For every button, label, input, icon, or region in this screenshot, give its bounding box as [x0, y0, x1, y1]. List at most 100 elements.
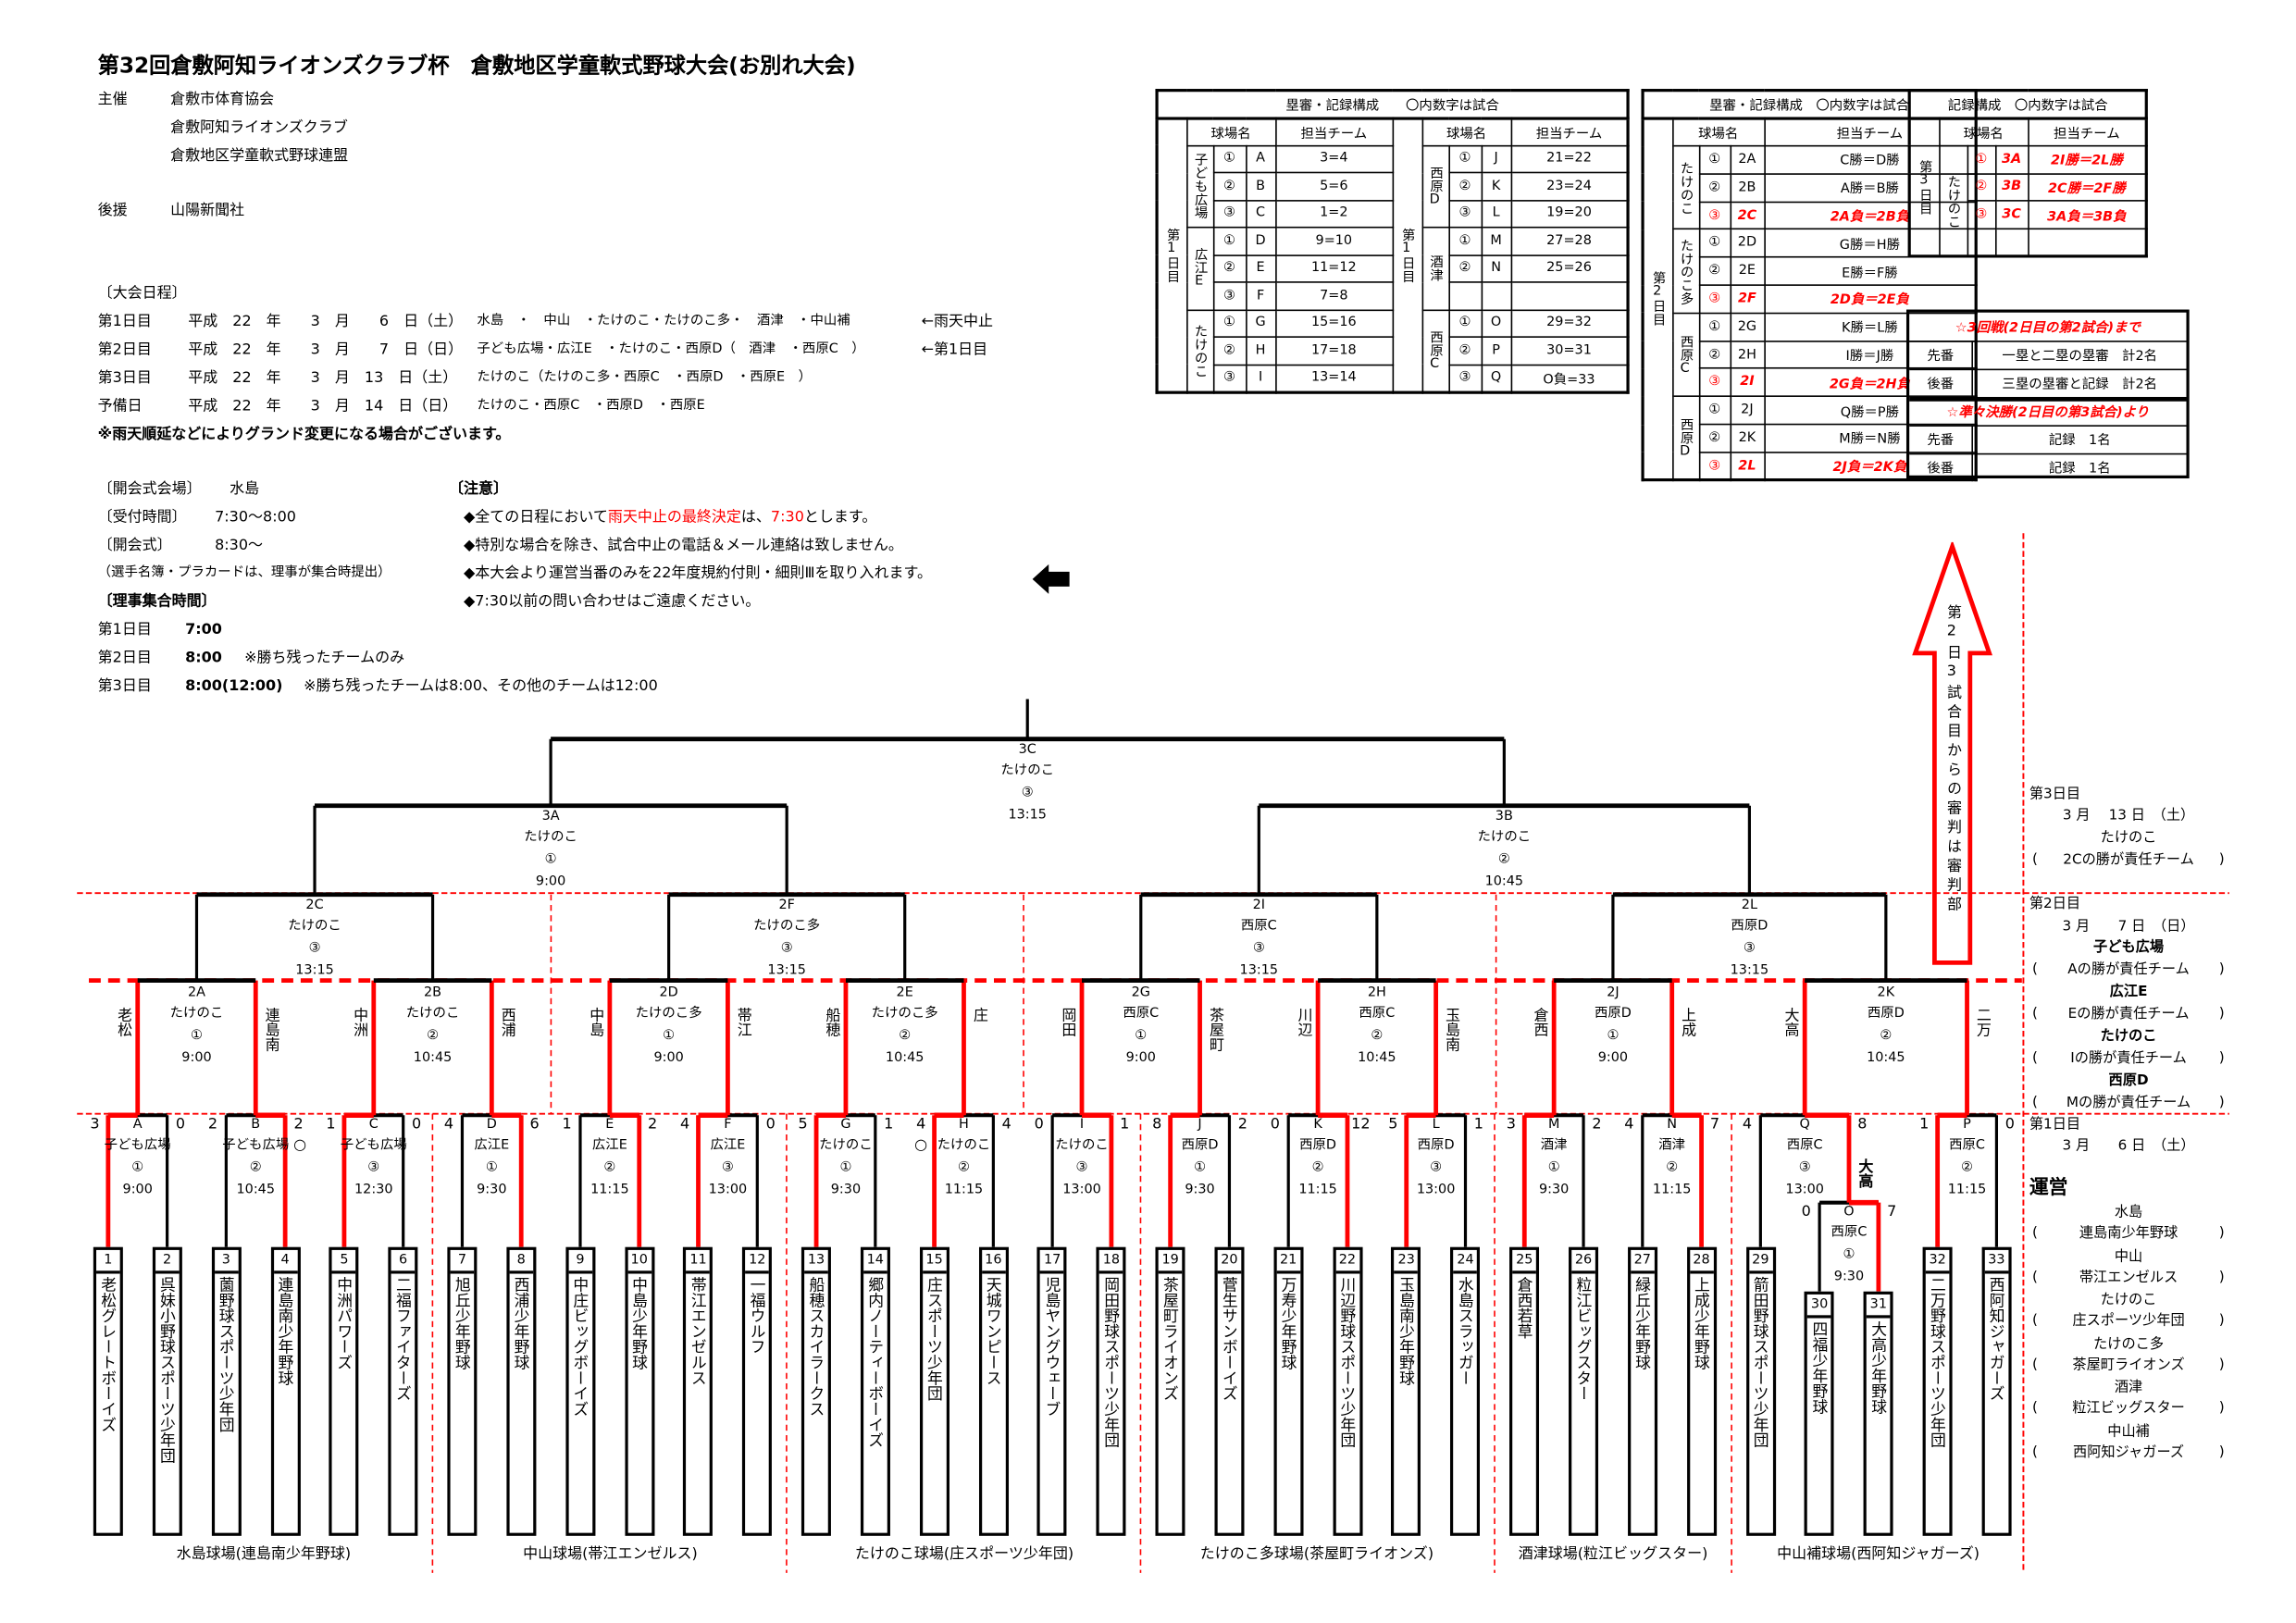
right-team-short-name: 連島南	[261, 1007, 279, 1052]
caution-text: ◆7:30以前の問い合わせはご遠慮ください。	[463, 593, 761, 611]
day-label: 第3日目	[2029, 786, 2081, 803]
operations-heading: 運営	[2029, 1177, 2068, 1200]
venue-label: 水島球場(連島南少年野球)	[176, 1546, 352, 1563]
game-slot	[1966, 228, 1996, 257]
duty-team: 粒江ビッグスター	[2072, 1399, 2185, 1417]
team-number: 9	[568, 1250, 592, 1274]
left-team-short-name: 倉西	[1530, 1007, 1547, 1037]
game-slot: ①	[1447, 308, 1483, 338]
score-right: 6	[529, 1116, 540, 1134]
match-code: D	[486, 1117, 497, 1133]
duty-team: Eの勝が責任チーム	[2067, 1006, 2190, 1022]
match-slot: ③	[1252, 941, 1265, 957]
duty-value: 記録 1名	[2048, 433, 2111, 449]
schedule-notice: ※雨天順延などによりグランド変更になる場合がございます。	[97, 426, 511, 443]
match-venue: たけのこ	[288, 919, 341, 935]
schedule-date: 平成 22 年 3 月 13 日（土）	[188, 370, 458, 387]
game-code	[1994, 228, 2029, 257]
match-code: G	[840, 1117, 851, 1133]
paren-close: )	[2218, 1356, 2225, 1372]
match-venue: 西原D	[1731, 919, 1769, 935]
score-right: 2	[1237, 1116, 1247, 1134]
score-right: 7	[1709, 1116, 1720, 1134]
game-code: 2G	[1729, 312, 1766, 342]
match-slot: ①	[1194, 1160, 1207, 1176]
day-label: 第3日目	[1908, 117, 1940, 257]
game-slot: ①	[1212, 226, 1247, 256]
assigned-teams: 23=24	[1509, 171, 1629, 201]
opening-value: 8:30～	[215, 538, 264, 554]
table-header-row: 塁審・記録構成 〇内数字は試合	[1155, 89, 1630, 119]
match-code: 2L	[1741, 898, 1757, 913]
match-time: 10:45	[413, 1050, 453, 1066]
match-code: P	[1963, 1117, 1971, 1133]
right-team-short-name: 茶屋町	[1205, 1007, 1222, 1052]
score-right: 0	[411, 1116, 422, 1134]
venue-label: たけのこ球場(庄スポーツ少年団)	[854, 1546, 1074, 1563]
day-label: 第2日目	[2029, 896, 2081, 912]
match-code: E	[605, 1117, 614, 1133]
director-time: 7:00	[185, 622, 222, 638]
assigned-teams: 15=16	[1274, 308, 1394, 338]
match-venue: 西原C	[1786, 1138, 1823, 1154]
score-left: 0	[1034, 1116, 1044, 1134]
match-slot: ②	[427, 1028, 440, 1044]
team-number: 10	[627, 1250, 652, 1274]
score-left: 3	[90, 1116, 100, 1134]
opening-label: 〔開会式〕	[97, 538, 172, 554]
match-code: L	[1432, 1117, 1440, 1133]
score-right: 2	[293, 1116, 304, 1134]
day-date: 3 月 7 日 （日）	[2062, 918, 2195, 935]
duty-venue: 西原D	[2108, 1072, 2149, 1089]
team-name: 旭丘少年野球	[453, 1276, 472, 1370]
assigned-teams: 2G負＝2H負	[1763, 367, 1978, 398]
match-time: 9:30	[477, 1183, 507, 1198]
match-time: 10:45	[885, 1050, 925, 1066]
assigned-teams: 11=12	[1274, 254, 1394, 283]
team-name: 船穂スカイラークス	[807, 1276, 825, 1417]
duty-row: 後番記録 1名	[1909, 452, 2186, 482]
match-time: 9:00	[1597, 1050, 1629, 1066]
opening-note: （選手名簿・プラカードは、理事が集合時提出）	[97, 565, 391, 581]
duty-team: Mの勝が責任チーム	[2066, 1095, 2191, 1111]
match-code: 2B	[424, 985, 442, 1001]
match-code: 2F	[778, 898, 795, 913]
match-time: 13:15	[295, 963, 334, 979]
match-code: 2K	[1877, 985, 1895, 1001]
venue-name: 西原D	[1421, 144, 1450, 229]
team-name: 茶屋町ライオンズ	[1161, 1276, 1180, 1402]
match-code: 2J	[1607, 985, 1620, 1001]
score-left: 8	[1152, 1116, 1162, 1134]
schedule-date: 平成 22 年 3 月 14 日（日）	[188, 398, 458, 415]
duty-key: 先番	[1909, 341, 1973, 369]
match-venue: 西原C	[1831, 1225, 1868, 1241]
score-left: 0	[1270, 1116, 1280, 1134]
venue-name: たけのこ	[1938, 144, 1968, 257]
game-slot: ③	[1698, 367, 1731, 398]
match-code: 2E	[896, 985, 913, 1001]
paren-close: )	[2218, 1224, 2225, 1242]
opening-value: 水島	[230, 481, 260, 498]
game-slot: ①	[1698, 312, 1731, 342]
match-time: 11:15	[944, 1183, 984, 1198]
match-slot: ③	[1798, 1160, 1811, 1176]
team-name: 川辺野球スポーツ少年団	[1338, 1276, 1357, 1448]
caution-item: ◆特別な場合を除き、試合中止の電話＆メール連絡は致しません。	[464, 539, 903, 554]
score-right: 1	[884, 1116, 894, 1134]
game-slot: ②	[1212, 254, 1247, 283]
left-team-short-name: 中島	[586, 1007, 602, 1037]
match-code: 3C	[1018, 742, 1036, 758]
team-name: 児島ヤングウェーブ	[1043, 1276, 1061, 1417]
right-team-short-name: 玉島南	[1442, 1007, 1458, 1052]
